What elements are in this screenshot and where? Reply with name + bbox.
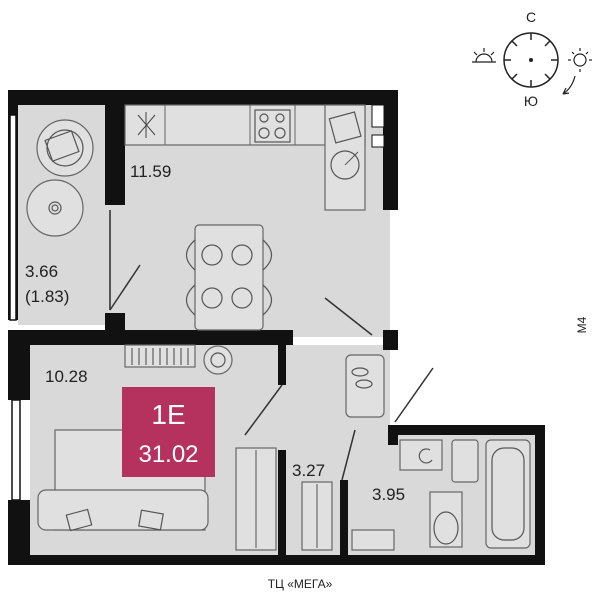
hall-furniture	[235, 354, 385, 551]
hall-area-label: 3.27	[292, 461, 325, 480]
compass-north-label: С	[526, 9, 536, 25]
apartment-total-area: 31.02	[138, 441, 198, 468]
loggia-area-label: 3.66	[25, 262, 58, 281]
windows	[9, 114, 21, 501]
compass-south-label: Ю	[524, 93, 538, 109]
bedroom-area-label: 10.28	[45, 367, 88, 386]
bathroom-area-label: 3.95	[372, 485, 405, 504]
apartment-badge: 1E 31.02	[122, 387, 215, 477]
kitchen-furniture	[124, 104, 385, 336]
compass-icon: С Ю	[503, 9, 559, 109]
walls	[8, 90, 545, 565]
sunrise-icon	[472, 48, 496, 63]
loggia-reduced-area-label: (1.83)	[25, 287, 69, 306]
kitchen-area-label: 11.59	[130, 162, 171, 181]
rotate-arrow-icon	[562, 75, 576, 95]
sunset-icon	[568, 48, 592, 72]
loggia-furniture	[26, 119, 141, 311]
road-label: М4	[575, 316, 589, 333]
mall-label: ТЦ «МЕГА»	[268, 577, 333, 591]
apartment-code: 1E	[151, 399, 185, 430]
area-labels: 11.59 3.66 (1.83) 10.28 3.27 3.95	[25, 162, 405, 504]
bathroom-furniture	[351, 367, 531, 551]
